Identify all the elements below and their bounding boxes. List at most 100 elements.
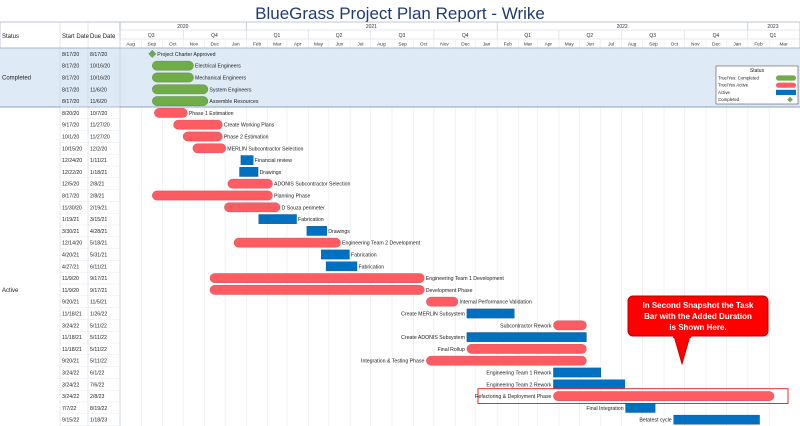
row-start-date: 12/14/20 [62,241,82,247]
row-start-date: 11/9/20 [62,276,79,282]
row-due-date: 12/2/20 [90,146,107,152]
callout-box [627,295,769,337]
month-label: Nov [190,42,199,48]
callout-joint [673,334,691,338]
task-label: Engineering Team 1 Rework [486,371,551,377]
task-label: Financial review [255,158,292,164]
legend-item-label: Completed [718,97,740,102]
task-label: Subcontractor Rework [500,323,552,329]
quarter-label: Q4 [462,33,469,39]
row-start-date: 9/20/21 [62,300,79,306]
month-label: Sep [398,42,407,48]
row-start-date: 3/24/22 [62,382,79,388]
row-start-date: 3/24/22 [62,394,79,400]
task-label: Create ADONIS Subsystem [401,335,465,341]
row-start-date: 1/19/21 [62,217,79,223]
row-start-date: 8/17/20 [62,52,79,58]
month-label: Jun [586,42,594,48]
row-start-date: 9/20/21 [62,359,79,365]
month-label: Feb [754,42,763,48]
row-start-date: 12/5/20 [62,182,79,188]
task-label: Fabrication [298,217,324,223]
month-label: Dec [461,42,470,48]
month-label: May [314,42,324,48]
month-label: Oct [420,42,428,48]
row-start-date: 9/15/22 [62,418,79,424]
quarter-label: Q1 [274,33,281,39]
quarter-label: Q2 [587,33,594,39]
task-label: Refactoring & Deployment Phase [475,394,552,400]
row-start-date: 4/20/21 [62,253,79,259]
row-due-date: 1/18/21 [90,170,107,176]
callout-text: is Shown Here. [669,323,726,332]
month-label: Dec [712,42,721,48]
year-label: 2020 [177,24,188,30]
callout-pointer [673,335,691,366]
quarter-label: Q1 [524,33,531,39]
task-label: Electrical Engineers [195,64,241,70]
month-label: Jul [608,42,614,48]
row-due-date: 7/6/22 [90,382,105,388]
row-due-date: 8/17/20 [90,52,107,58]
quarter-label: Q4 [713,33,720,39]
row-start-date: 4/27/21 [62,264,79,270]
task-label: Betatest cycle [639,418,671,424]
task-bar [239,167,259,177]
task-bar [209,273,425,283]
task-label: Planning Phase [274,194,310,200]
task-bar [233,237,341,248]
quarter-label: Q1 [770,33,777,39]
month-label: Sep [649,42,658,48]
task-bar [466,344,587,354]
task-label: Engineering Team 2 Development [342,241,421,247]
row-start-date: 8/17/20 [62,64,79,70]
row-due-date: 11/6/20 [90,87,107,93]
legend-swatch [776,75,796,81]
month-label: Mar [524,42,533,48]
row-start-date: 10/1/20 [62,135,79,141]
legend-item-label: True/Yes: Completed [718,76,759,81]
task-label: Create MERLIN Subsystem [401,312,465,318]
task-bar [325,261,358,272]
row-due-date: 8/19/22 [90,406,107,412]
row-due-date: 2/8/21 [90,182,105,188]
row-due-date: 9/17/21 [90,288,107,294]
task-bar [152,190,273,201]
legend-swatch [776,82,796,88]
year-label: 2022 [617,24,628,30]
task-label: Phase 2 Estimation [224,135,269,141]
task-label: System Engineers [209,87,252,93]
task-bar [553,367,602,378]
callout-text: In Second Snapshot the Task [643,301,755,310]
row-due-date: 5/31/21 [90,253,107,259]
task-bar [553,391,775,401]
task-label: Assemble Resources [209,99,258,105]
row-due-date: 2/8/23 [90,394,105,400]
column-header-status: Status [2,34,19,40]
row-start-date: 3/24/22 [62,371,79,377]
task-label: MERLIN Subcontractor Selection [227,146,303,152]
milestone-diamond [148,50,157,58]
task-label: ADONIS Subcontractor Selection [274,182,351,188]
row-start-date: 10/15/20 [62,146,82,152]
month-label: Sep [148,42,157,48]
task-bar [426,355,587,366]
row-start-date: 8/20/20 [62,111,79,117]
task-bar [321,249,350,260]
task-bar [173,119,223,130]
task-label: Final Rollup [437,347,465,353]
month-label: Mar [273,42,282,48]
month-label: Aug [377,42,386,48]
timeline-header [0,21,800,49]
row-due-date: 1/26/22 [90,312,107,318]
row-start-date: 8/17/20 [62,99,79,105]
row-due-date: 10/16/20 [90,64,110,70]
month-label: Jul [357,42,363,48]
row-start-date: 9/17/20 [62,123,79,129]
row-due-date: 4/28/21 [90,229,107,235]
task-label: Drawings [260,170,282,176]
row-start-date: 3/24/22 [62,323,79,329]
task-label: D Souza perimeter [282,205,326,211]
task-label: Phase 1 Estimation [189,111,234,117]
